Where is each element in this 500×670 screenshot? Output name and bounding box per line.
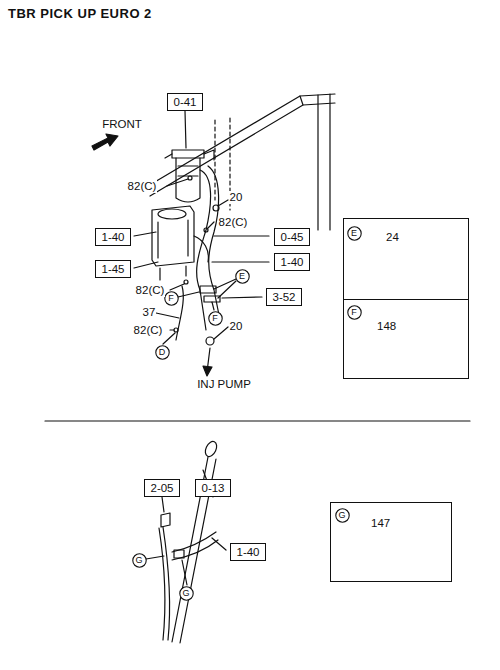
fuel-hose [197,170,211,330]
callout-number: 20 [229,191,244,204]
pipe-clip [204,296,220,302]
fuel-hose [208,166,220,320]
callout-number: 147 [371,517,390,529]
leader-line [178,292,199,297]
part-code: 1-40 [236,545,259,559]
callout-number: 20 [229,320,244,333]
part-code-box: 0-13 [195,479,230,497]
part-code: 1-40 [101,230,124,244]
detail-letter-circle: G [335,508,350,523]
clip-illustration [344,300,500,450]
fuel-pipe [194,236,208,262]
part-code: 2-05 [150,481,173,495]
callout-number: 82(C) [133,324,164,337]
hose [172,532,218,560]
detail-panel: 148 F [343,299,469,379]
callout-number: 148 [377,320,396,332]
filter-band [178,166,198,176]
leader-line [134,262,158,268]
detail-letter-circle: F [164,291,179,306]
detail-letter-circle: G [132,553,147,568]
leader-line [222,297,262,298]
detail-letter-circle: G [179,586,194,601]
part-code-box: 1-40 [230,543,265,561]
breather-pipe [159,527,170,640]
pipe-clip [174,550,184,558]
filter-head [172,150,204,158]
leader-line [214,235,269,236]
leader-line [163,333,175,344]
detail-letter: F [347,305,362,320]
tube-bracket [161,513,170,527]
leader-line [146,470,226,585]
part-code: 0-45 [280,230,303,244]
callout-number: 82(C) [127,180,158,193]
detail-letter: F [164,291,179,306]
part-code-box: 1-40 [95,228,130,246]
drain-plug [160,266,186,280]
sedimenter-cap [158,209,186,219]
direction-label: FRONT [101,118,143,131]
direction-label: INJ PUMP [196,378,252,391]
detail-letter: G [132,553,147,568]
leader-line [214,279,236,298]
callout-number: 24 [386,231,399,243]
leader-line [134,232,156,236]
hose-clamp [188,176,192,180]
sedimenter-housing [152,206,194,266]
leader-line [185,111,186,148]
detail-panel: 147 G [330,502,452,582]
part-code-box: 1-40 [274,253,309,271]
detail-letter: E [347,226,362,241]
hose-clamp [184,280,188,284]
detail-letter: G [335,508,350,523]
detail-letter: D [155,345,170,360]
pipe-clip [200,286,216,293]
clip-illustration [331,503,500,653]
detail-letter-circle: E [235,269,250,284]
flow-arrowhead [203,366,212,376]
detail-letter: G [179,586,194,601]
part-code: 1-40 [280,255,303,269]
part-code: 0-41 [173,95,196,109]
part-code: 1-45 [101,262,124,276]
callout-number: 37 [142,306,157,319]
page-title: TBR PICK UP EURO 2 [8,6,152,21]
detail-letter-circle: E [347,226,362,241]
filter-bracket [165,150,214,160]
callout-number: 82(C) [135,284,166,297]
callout-number: 82(C) [218,216,249,229]
detail-letter: E [235,269,250,284]
bolt [206,337,214,345]
part-code-box: 2-05 [144,479,179,497]
part-code-box: 1-45 [95,260,130,278]
leader-line [156,179,228,339]
front-arrow [92,134,118,150]
part-code-box: 0-45 [274,228,309,246]
part-code-box: 3-52 [266,288,301,306]
detail-panel: 24 E [343,218,469,300]
sedimenter-body [158,220,188,258]
detail-letter-circle: D [155,345,170,360]
leader-line [212,261,269,262]
detail-letter-circle: F [347,305,362,320]
part-code: 3-52 [272,290,295,304]
part-code: 0-13 [201,481,224,495]
part-code-box: 0-41 [167,93,202,111]
dipstick-handle [203,440,219,459]
detail-letter: F [208,311,223,326]
frame-member [300,94,330,230]
section-divider [45,420,470,421]
leader-line [212,302,214,310]
detail-letter-circle: F [208,311,223,326]
filter-element [176,158,200,202]
